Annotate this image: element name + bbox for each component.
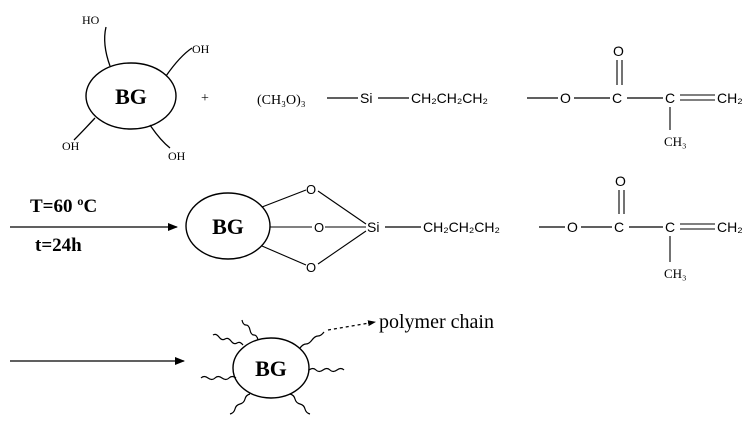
- oh-label-bottom: OH: [168, 149, 186, 163]
- bridge-oxygen-top: O: [306, 182, 316, 197]
- time-label: t=24h: [35, 235, 82, 256]
- oh-label-right: OH: [192, 42, 210, 56]
- bridge-oxygen-bot: O: [306, 260, 316, 275]
- bg-label-3: BG: [255, 356, 287, 381]
- bridge-top-bg-o: [261, 189, 307, 208]
- si-atom: Si: [360, 90, 372, 106]
- silane-reagent: (CH₃O)₃ Si CH₂CH₂CH₂ O C O C CH₂ CH₃: [257, 43, 743, 149]
- polymer-chain-upper-left: [212, 333, 244, 346]
- methyl-group-2: CH₃: [664, 266, 687, 281]
- polymer-chain-lower-left: [229, 393, 251, 415]
- carbonyl-carbon-2: C: [614, 219, 624, 235]
- bg-particle-circle-3: [232, 337, 310, 399]
- oh-bond-bottom: [149, 124, 171, 149]
- bg-particle-circle-2: [185, 192, 271, 260]
- oh-bond-top: [104, 26, 111, 67]
- carbonyl-oxygen: O: [613, 43, 624, 59]
- bridge-oxygen-mid: O: [314, 220, 324, 235]
- polymer-chain-upper-right: [299, 331, 325, 349]
- si-atom-2: Si: [367, 219, 379, 235]
- ester-oxygen-2: O: [567, 219, 578, 235]
- silanized-bg-particle: BG O O O Si CH₂CH₂CH₂ O C O C CH₂ CH₃: [185, 173, 743, 281]
- plus-sign: +: [201, 91, 209, 106]
- methyl-group: CH₃: [664, 134, 687, 149]
- vinyl-carbon: C: [665, 90, 675, 106]
- bg-particle-circle: [85, 62, 177, 130]
- temperature-label: T=60 ºC: [30, 196, 97, 217]
- polymer-chain-left: [200, 375, 237, 381]
- propyl-chain: CH₂CH₂CH₂: [411, 90, 488, 106]
- vinyl-carbon-2: C: [665, 219, 675, 235]
- propyl-chain-2: CH₂CH₂CH₂: [423, 219, 500, 235]
- methylene-group: CH₂: [717, 90, 743, 106]
- bridge-bot-o-si: [317, 230, 367, 265]
- bg-label-2: BG: [212, 214, 244, 239]
- ester-oxygen: O: [560, 90, 571, 106]
- methylene-group-2: CH₂: [717, 219, 743, 235]
- bridge-bot-bg-o: [261, 245, 307, 266]
- ho-label-top: HO: [82, 13, 100, 27]
- polymer-chain-lower-right: [289, 393, 311, 415]
- carbonyl-carbon: C: [612, 90, 622, 106]
- oh-bond-right: [165, 47, 193, 77]
- bridge-top-o-si: [317, 190, 367, 225]
- hydroxylated-bg-particle: BG HO OH OH OH: [62, 13, 210, 163]
- polymer-chain-label: polymer chain: [379, 311, 494, 333]
- oh-bond-left: [73, 117, 96, 141]
- oh-label-left: OH: [62, 139, 80, 153]
- polymer-grafted-bg-particle: BG polymer chain: [200, 311, 494, 415]
- bg-label: BG: [115, 84, 147, 109]
- polymer-chain-top: [241, 319, 259, 341]
- reaction-conditions: T=60 ºC t=24h: [10, 196, 178, 256]
- polymer-chain-right: [308, 367, 345, 373]
- carbonyl-oxygen-2: O: [615, 173, 626, 189]
- polymer-chain-pointer: [327, 320, 376, 331]
- methoxy-groups: (CH₃O)₃: [257, 93, 306, 108]
